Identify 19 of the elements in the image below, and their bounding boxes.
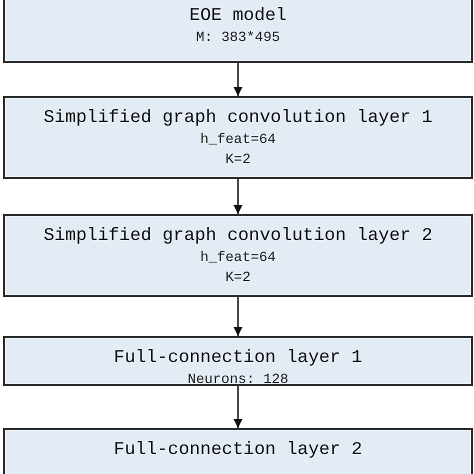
arrow xyxy=(234,179,242,214)
layer-parameter: M: 383*495 xyxy=(196,29,280,48)
layer-parameter: h_feat=64 xyxy=(200,131,276,150)
layer-parameter: K=2 xyxy=(225,151,251,170)
layer-title: EOE model xyxy=(189,5,287,28)
layer-parameter: h_feat=64 xyxy=(200,249,276,268)
layer-box xyxy=(3,214,473,297)
layer-box xyxy=(3,0,473,63)
layer-title: Simplified graph convolution layer 2 xyxy=(44,225,432,248)
layer-box xyxy=(3,96,473,179)
layer-parameter: Neurons: 128 xyxy=(188,371,288,390)
layer-parameter: K=2 xyxy=(225,269,251,288)
layer-title: Simplified graph convolution layer 1 xyxy=(44,107,432,130)
layer-title: Full-connection layer 2 xyxy=(114,439,362,462)
layer-box xyxy=(3,336,473,386)
layer-title: Full-connection layer 1 xyxy=(114,347,362,370)
arrow xyxy=(234,386,242,428)
arrow xyxy=(234,63,242,96)
arrow xyxy=(234,297,242,336)
